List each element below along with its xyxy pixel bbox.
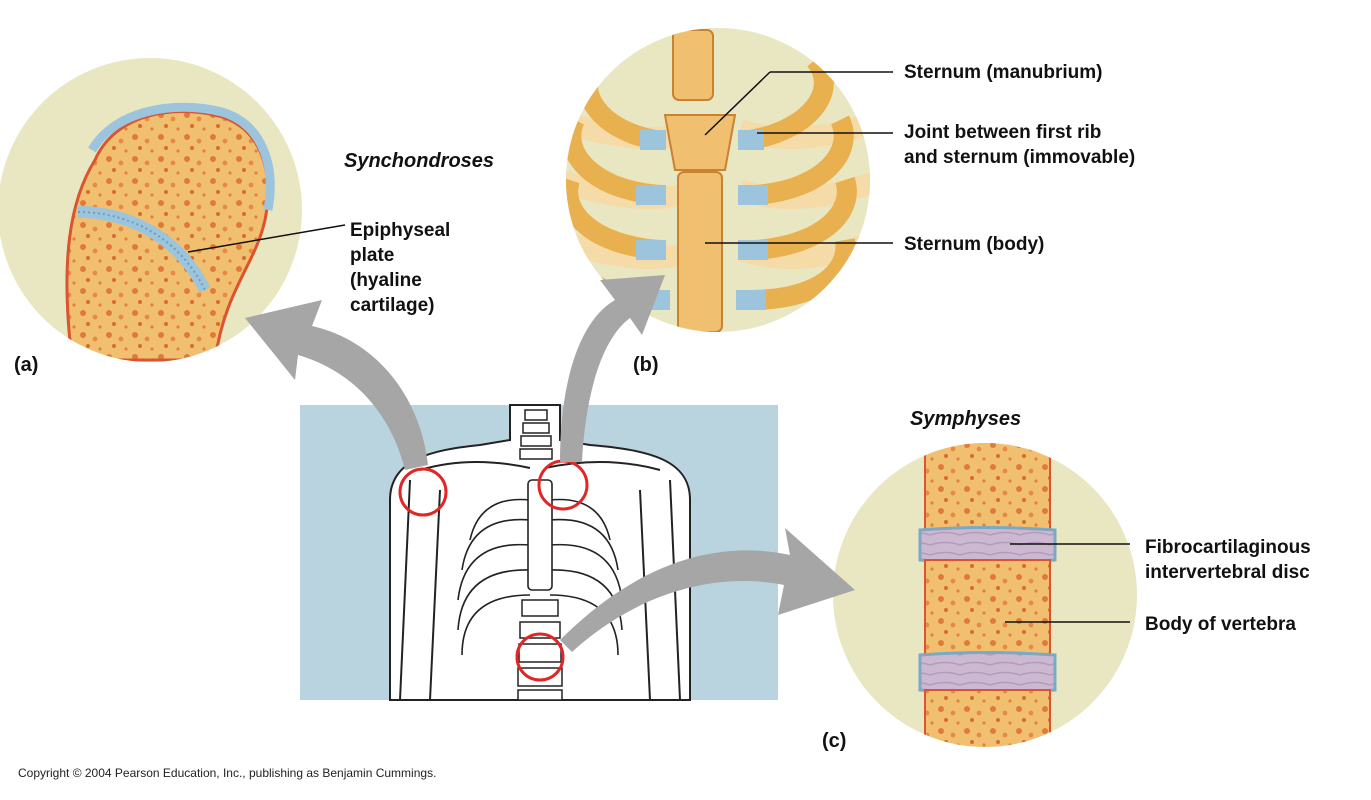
panel-label-a: (a): [14, 354, 39, 376]
heading-symphyses: Symphyses: [910, 408, 1022, 430]
label-fibrocartilaginous-disc: Fibrocartilaginous intervertebral disc: [1145, 537, 1311, 583]
torso-overview: [300, 404, 778, 701]
copyright-notice: Copyright © 2004 Pearson Education, Inc.…: [18, 766, 437, 780]
arrow-to-inset-b: [560, 275, 665, 462]
arrow-to-inset-a: [245, 300, 428, 470]
label-epiphyseal-plate: Epiphyseal plate (hyaline cartilage): [350, 220, 451, 316]
label-sternum-body: Sternum (body): [904, 234, 1045, 255]
arrow-to-inset-c: [560, 528, 855, 652]
inset-c-vertebrae: [833, 443, 1137, 747]
label-joint-first-rib: Joint between first rib and sternum (imm…: [904, 122, 1136, 168]
inset-a-epiphyseal-plate: [0, 58, 346, 362]
heading-synchondroses: Synchondroses: [344, 150, 495, 172]
panel-label-c: (c): [822, 730, 847, 752]
highlight-circle-shoulder: [398, 467, 448, 517]
label-sternum-manubrium: Sternum (manubrium): [904, 62, 1103, 83]
highlight-circle-vertebrae: [515, 632, 565, 682]
label-body-of-vertebra: Body of vertebra: [1145, 614, 1296, 635]
pointer-arrows: [245, 275, 855, 652]
panel-label-b: (b): [633, 354, 659, 376]
